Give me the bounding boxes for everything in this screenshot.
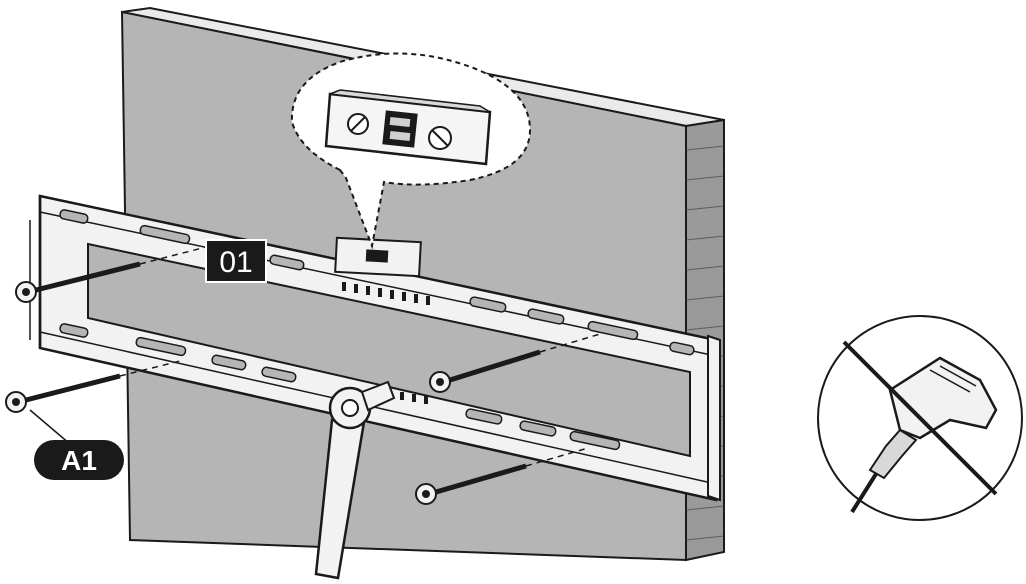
part-label: A1 [34, 440, 124, 480]
power-drill-icon [850, 356, 998, 514]
level-callout [290, 52, 532, 250]
step-number: 01 [219, 246, 252, 279]
lag-screw-icon [429, 333, 601, 393]
step-label: 01 [205, 239, 267, 283]
lag-screw-icon [5, 359, 185, 413]
no-power-drill-warning [817, 315, 1023, 521]
lag-screws [5, 245, 601, 505]
bubble-level-icon [334, 236, 422, 278]
wrench-icon [314, 380, 396, 580]
part-id: A1 [61, 445, 97, 476]
lag-screw-icon [415, 447, 589, 505]
lag-screw-icon [15, 245, 211, 303]
